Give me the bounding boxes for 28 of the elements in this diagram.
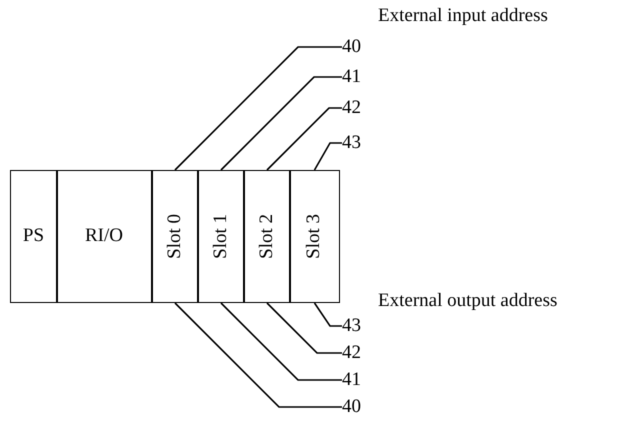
module-label: RI/O <box>85 225 123 247</box>
address-number: 41 <box>342 66 366 88</box>
leader-line <box>174 302 342 408</box>
leader-line <box>174 46 342 171</box>
leader-line <box>220 76 342 171</box>
address-number: 40 <box>342 396 366 418</box>
leader-line <box>266 302 342 354</box>
module-label: PS <box>22 225 44 247</box>
leader-line <box>266 107 342 171</box>
slot-module <box>196 170 244 302</box>
address-number: 43 <box>342 132 366 154</box>
slot-module <box>242 170 290 302</box>
address-number: 42 <box>342 342 366 364</box>
address-number: 42 <box>342 97 366 119</box>
address-heading: External output address <box>378 290 558 312</box>
module-label: Slot 0 <box>164 214 186 258</box>
module-label: Slot 3 <box>303 214 325 258</box>
module-label: Slot 2 <box>256 214 278 258</box>
leader-line <box>220 302 342 381</box>
slot-module <box>150 170 198 302</box>
rack-module <box>56 170 152 302</box>
address-number: 43 <box>342 315 366 337</box>
address-heading: External input address <box>378 5 548 27</box>
leader-line <box>314 302 342 327</box>
leader-line <box>314 142 342 170</box>
address-number: 41 <box>342 369 366 391</box>
module-label: Slot 1 <box>210 214 232 258</box>
address-number: 40 <box>342 36 366 58</box>
